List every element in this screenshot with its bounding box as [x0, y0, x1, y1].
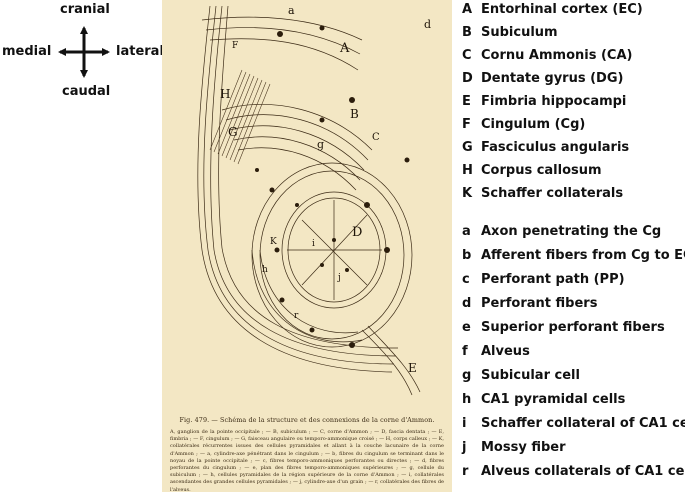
legend-key: H	[462, 163, 481, 178]
legend-key: D	[462, 71, 481, 86]
legend-text: Superior perforant fibers	[481, 320, 665, 335]
legend-text: Alveus collaterals of CA1 cells	[481, 464, 685, 479]
legend-text: Axon penetrating the Cg	[481, 224, 661, 239]
legend-key: i	[462, 416, 481, 431]
legend-key: j	[462, 440, 481, 455]
compass-label-caudal: caudal	[62, 84, 110, 99]
legend-item: G Fasciculus angularis	[462, 140, 629, 155]
plate-letters: a A d F H G B C g D K h i j r E	[220, 4, 431, 375]
legend-text: Schaffer collaterals	[481, 186, 623, 201]
legend-text: Cornu Ammonis (CA)	[481, 48, 632, 63]
compass-label-lateral: lateral	[116, 44, 164, 59]
plate-letter: j	[337, 273, 341, 283]
legend-key: h	[462, 392, 481, 407]
plate-letter: r	[294, 311, 299, 321]
legend-key: E	[462, 94, 481, 109]
figure-caption-body: A, ganglion de la pointe occipitale ; — …	[170, 429, 444, 494]
legend-item: H Corpus callosum	[462, 163, 602, 178]
legend-text: Fimbria hippocampi	[481, 94, 626, 109]
plate-letter: E	[408, 361, 417, 375]
plate-letter: B	[350, 107, 359, 121]
legend-item: a Axon penetrating the Cg	[462, 224, 661, 239]
legend-key: K	[462, 186, 481, 201]
legend-key: F	[462, 117, 481, 132]
legend-item: D Dentate gyrus (DG)	[462, 71, 623, 86]
legend-text: Schaffer collateral of CA1 cells	[481, 416, 685, 431]
orientation-compass: cranial caudal medial lateral	[0, 0, 150, 110]
legend-text: Afferent fibers from Cg to EC	[481, 248, 685, 263]
legend-key: b	[462, 248, 481, 263]
legend-item: j Mossy fiber	[462, 440, 566, 455]
legend-text: Subiculum	[481, 25, 558, 40]
compass-label-medial: medial	[2, 44, 51, 59]
hippocampus-plate: a A d F H G B C g D K h i j r E Fig. 479…	[162, 0, 452, 492]
plate-letter: g	[317, 138, 324, 151]
legend-item: C Cornu Ammonis (CA)	[462, 48, 632, 63]
legend-key: f	[462, 344, 481, 359]
legend-text: Cingulum (Cg)	[481, 117, 585, 132]
legend-item: K Schaffer collaterals	[462, 186, 623, 201]
legend-key: e	[462, 320, 481, 335]
legend-key: B	[462, 25, 481, 40]
legend-item: A Entorhinal cortex (EC)	[462, 2, 643, 17]
legend-item: f Alveus	[462, 344, 530, 359]
plate-letter: F	[232, 41, 238, 51]
legend-item: B Subiculum	[462, 25, 558, 40]
legend-text: Mossy fiber	[481, 440, 566, 455]
legend-key: a	[462, 224, 481, 239]
figure-caption: Fig. 479. — Schéma de la structure et de…	[170, 416, 444, 494]
legend-item: r Alveus collaterals of CA1 cells	[462, 464, 685, 479]
legend-item: F Cingulum (Cg)	[462, 117, 585, 132]
legend-key: c	[462, 272, 481, 287]
legend-text: CA1 pyramidal cells	[481, 392, 625, 407]
plate-letter: G	[228, 125, 238, 139]
legend-key: G	[462, 140, 481, 155]
plate-letter: K	[270, 237, 277, 247]
legend-text: Dentate gyrus (DG)	[481, 71, 623, 86]
compass-label-cranial: cranial	[60, 2, 110, 17]
legend-key: C	[462, 48, 481, 63]
figure-caption-title: Fig. 479. — Schéma de la structure et de…	[170, 416, 444, 424]
legend-item: e Superior perforant fibers	[462, 320, 665, 335]
fiber-tracts	[198, 6, 420, 395]
plate-letter: C	[372, 132, 380, 143]
legend-item: c Perforant path (PP)	[462, 272, 625, 287]
legend-item: h CA1 pyramidal cells	[462, 392, 625, 407]
plate-letter: D	[352, 225, 362, 240]
legend-key: d	[462, 296, 481, 311]
legend-text: Subicular cell	[481, 368, 580, 383]
plate-letter: i	[312, 239, 315, 249]
legend-text: Perforant path (PP)	[481, 272, 625, 287]
legend-text: Corpus callosum	[481, 163, 602, 178]
legend-text: Perforant fibers	[481, 296, 597, 311]
legend-item: g Subicular cell	[462, 368, 580, 383]
plate-letter: d	[424, 18, 431, 31]
plate-letter: h	[262, 265, 268, 275]
legend-text: Fasciculus angularis	[481, 140, 629, 155]
legend-item: d Perforant fibers	[462, 296, 597, 311]
legend-text: Entorhinal cortex (EC)	[481, 2, 643, 17]
legend-text: Alveus	[481, 344, 530, 359]
legend-item: i Schaffer collateral of CA1 cells	[462, 416, 685, 431]
plate-letter: a	[288, 4, 295, 17]
plate-letter: H	[220, 87, 230, 101]
legend-key: g	[462, 368, 481, 383]
legend-item: b Afferent fibers from Cg to EC	[462, 248, 685, 263]
legend-key: A	[462, 2, 481, 17]
legend-key: r	[462, 464, 481, 479]
legend-item: E Fimbria hippocampi	[462, 94, 626, 109]
plate-letter: A	[339, 41, 350, 56]
